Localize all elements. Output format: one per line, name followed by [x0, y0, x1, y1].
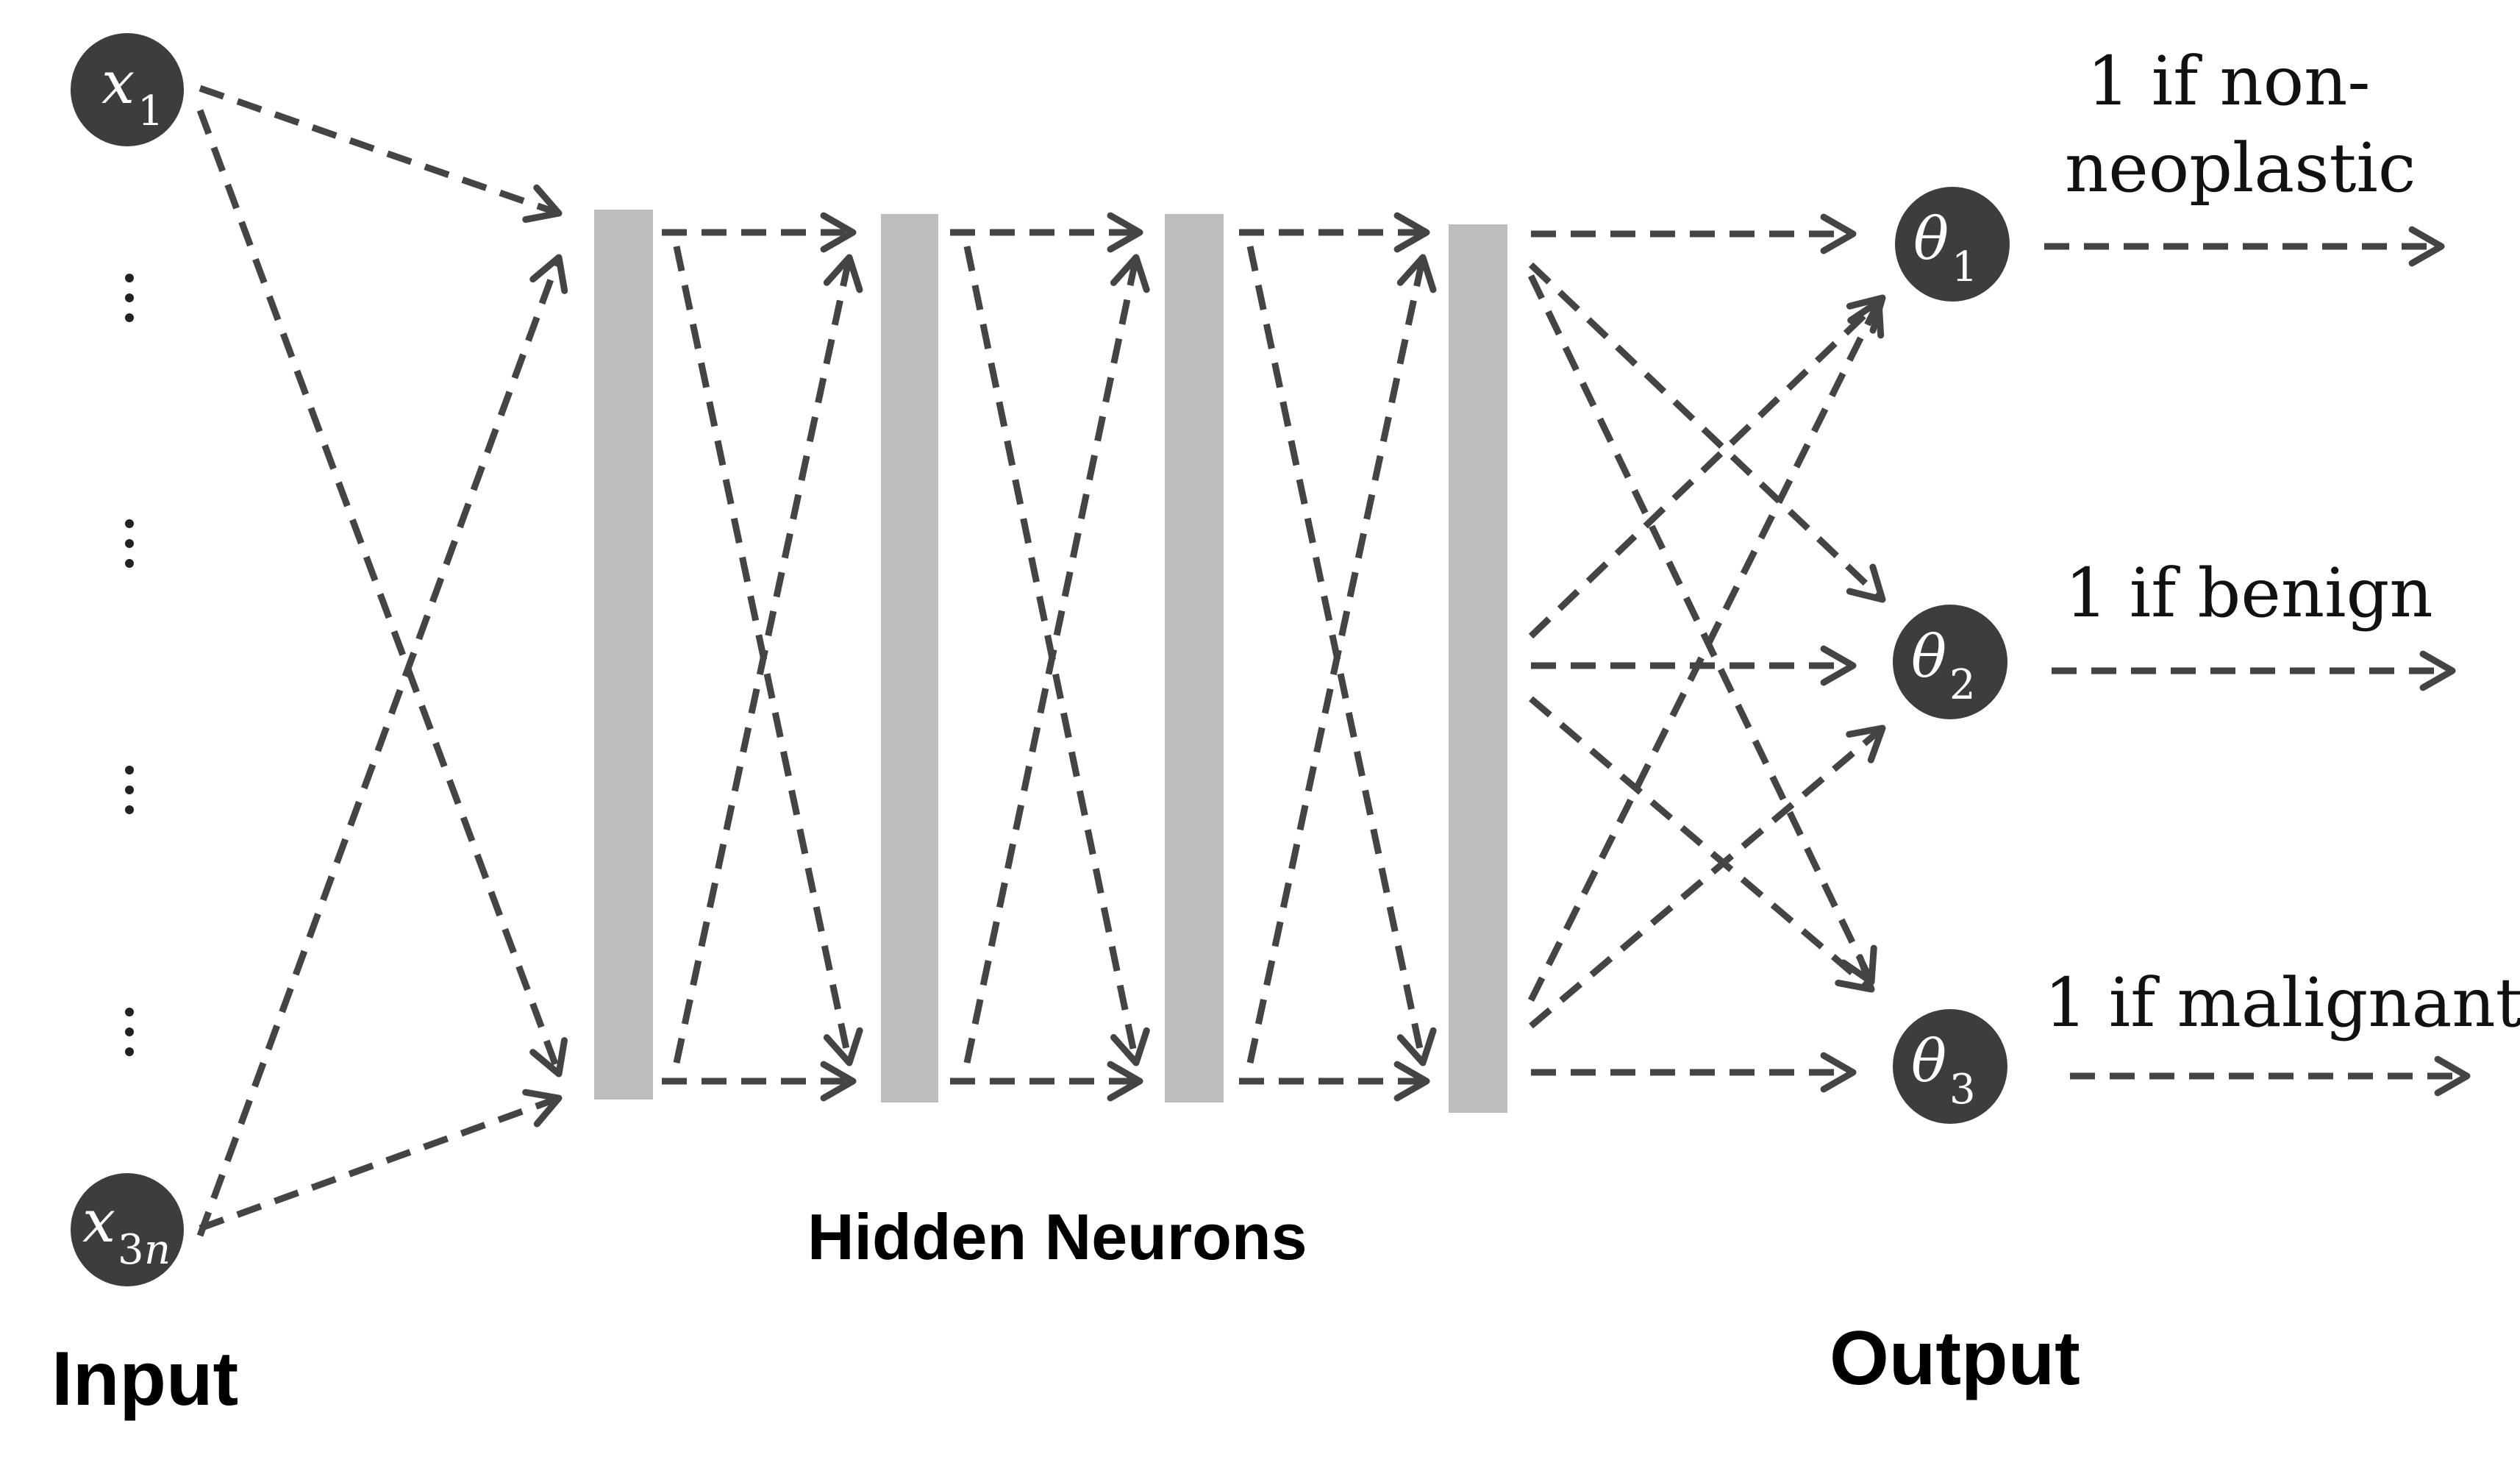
- edge-arrow: [1527, 274, 1877, 986]
- edge-arrow: [1528, 262, 1886, 603]
- edge-arrow: [1528, 294, 1886, 639]
- input-node-x1-base: x: [101, 49, 135, 117]
- edge-arrow: [1529, 724, 1886, 1029]
- edge-arrow: [662, 1061, 857, 1102]
- output-node-theta3-sub: 3: [1949, 1066, 1976, 1114]
- edge-arrow: [950, 212, 1143, 253]
- edge-arrow: [1531, 1052, 1857, 1093]
- edge-arrow: [963, 254, 1150, 1064]
- output-node-theta1: θ 1: [1895, 187, 2010, 302]
- edge-arrow: [1239, 1061, 1430, 1102]
- output-3-label: 1 if malignant: [2044, 964, 2520, 1042]
- output-node-theta2-sub: 2: [1949, 661, 1976, 709]
- edge-arrow: [199, 85, 563, 223]
- input-ellipsis: [125, 274, 134, 1056]
- output-2-label: 1 if benign: [2065, 554, 2433, 633]
- hidden-neurons-label: Hidden Neurons: [807, 1200, 1307, 1273]
- input-node-x3n-sub-italic: n: [144, 1226, 171, 1274]
- edge-arrow: [1246, 254, 1437, 1064]
- input-node-x3n-sub: 3: [118, 1226, 144, 1274]
- connection-edges: [196, 85, 2471, 1237]
- output-label: Output: [1830, 1316, 2080, 1401]
- output-1-label-line2: neoplastic: [2065, 129, 2416, 207]
- hidden-layer-bar-3: [1165, 214, 1224, 1103]
- edge-arrow: [2052, 650, 2456, 691]
- hidden-layer-bar-2: [881, 214, 938, 1103]
- edge-arrow: [1527, 298, 1885, 1002]
- edge-arrow: [950, 1061, 1143, 1102]
- edge-arrow: [199, 1089, 563, 1232]
- output-1-label-line1: 1 if non-: [2087, 42, 2370, 121]
- input-node-x1-sub: 1: [138, 88, 164, 135]
- output-node-theta2: θ 2: [1893, 605, 2007, 719]
- edge-arrow: [2070, 1055, 2471, 1097]
- input-node-x3n: x 3 n: [71, 1173, 184, 1286]
- output-node-theta1-sub: 1: [1952, 243, 1978, 291]
- output-node-theta1-symbol: θ: [1913, 204, 1949, 273]
- edge-arrow: [1531, 213, 1857, 254]
- input-node-x3n-base: x: [82, 1187, 115, 1255]
- edge-arrow: [196, 109, 568, 1078]
- output-node-theta2-symbol: θ: [1911, 622, 1946, 691]
- edge-arrow: [1531, 645, 1857, 686]
- input-label: Input: [51, 1336, 238, 1422]
- edge-arrow: [2044, 226, 2445, 267]
- hidden-layer-bar-1: [594, 210, 653, 1100]
- input-node-x1: x 1: [71, 33, 184, 146]
- hidden-layer-bar-4: [1449, 224, 1507, 1113]
- edge-arrow: [196, 254, 568, 1237]
- output-node-theta3: θ 3: [1893, 1009, 2007, 1124]
- edge-arrow: [673, 254, 863, 1064]
- edge-arrow: [662, 212, 857, 253]
- output-node-theta3-symbol: θ: [1911, 1027, 1946, 1095]
- edge-arrow: [1529, 696, 1875, 993]
- edge-arrow: [1239, 212, 1430, 253]
